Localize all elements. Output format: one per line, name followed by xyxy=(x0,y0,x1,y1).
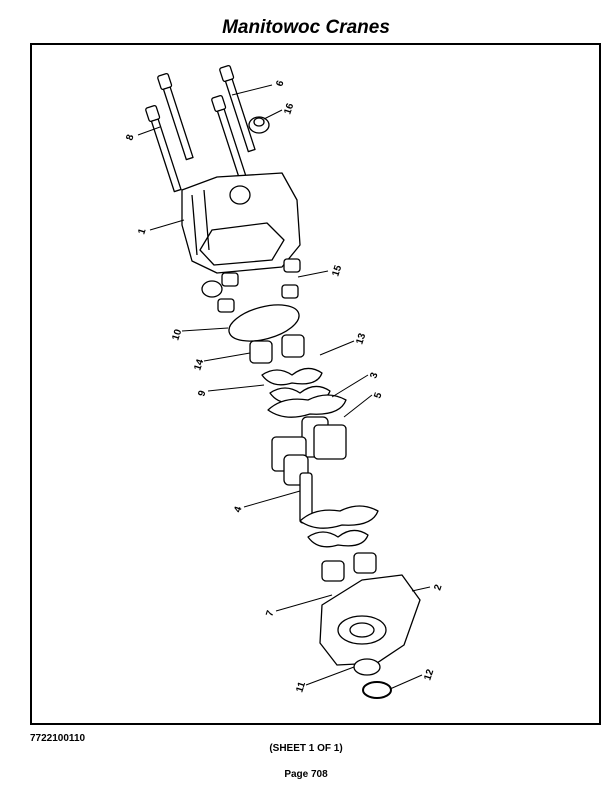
cap-screw xyxy=(211,95,248,183)
page-number: Page 708 xyxy=(284,769,328,780)
page-title: Manitowoc Cranes xyxy=(222,17,390,38)
callout-9: 9 xyxy=(196,389,208,398)
fitting xyxy=(201,280,223,298)
cap-screw xyxy=(145,105,182,193)
bushing xyxy=(217,298,235,313)
part-number: 7722100110 xyxy=(30,733,86,744)
seal xyxy=(307,529,369,548)
callout-16: 16 xyxy=(282,102,296,116)
callout-12: 12 xyxy=(422,668,436,682)
callout-5: 5 xyxy=(372,391,384,400)
callout-8: 8 xyxy=(124,133,136,142)
cap-screw xyxy=(219,65,256,153)
bushing xyxy=(321,560,345,582)
callout-4: 4 xyxy=(232,505,244,514)
callout-11: 11 xyxy=(294,680,308,694)
callout-10: 10 xyxy=(170,328,184,342)
cap-screw xyxy=(157,73,194,161)
plug xyxy=(248,116,270,134)
o-ring xyxy=(228,304,300,342)
exploded-view-frame: 8 1 6 16 15 10 13 14 9 3 5 4 7 2 11 12 xyxy=(30,43,601,725)
callout-1: 1 xyxy=(136,227,148,236)
wear-plate xyxy=(267,394,347,418)
drive-gear xyxy=(271,436,313,524)
callout-3: 3 xyxy=(368,371,380,380)
retaining-ring xyxy=(362,681,392,699)
callout-6: 6 xyxy=(274,79,286,88)
bushing xyxy=(249,340,273,364)
bushing xyxy=(353,552,377,574)
shaft-seal xyxy=(353,658,381,676)
callout-13: 13 xyxy=(354,332,368,346)
callout-15: 15 xyxy=(330,264,344,278)
bushing xyxy=(281,284,299,299)
sheet-indicator: (SHEET 1 OF 1) xyxy=(269,743,343,754)
seal xyxy=(261,367,323,386)
driven-gear xyxy=(301,416,347,460)
wear-plate xyxy=(299,505,379,529)
rear-housing xyxy=(181,172,301,274)
exploded-pump-diagram: 8 1 6 16 15 10 13 14 9 3 5 4 7 2 11 12 xyxy=(124,65,445,699)
callout-7: 7 xyxy=(264,609,276,618)
callout-2: 2 xyxy=(432,583,444,592)
bushing xyxy=(281,334,305,358)
bushing xyxy=(221,272,239,287)
callout-14: 14 xyxy=(192,358,206,372)
front-housing xyxy=(319,574,421,666)
bushing xyxy=(283,258,301,273)
